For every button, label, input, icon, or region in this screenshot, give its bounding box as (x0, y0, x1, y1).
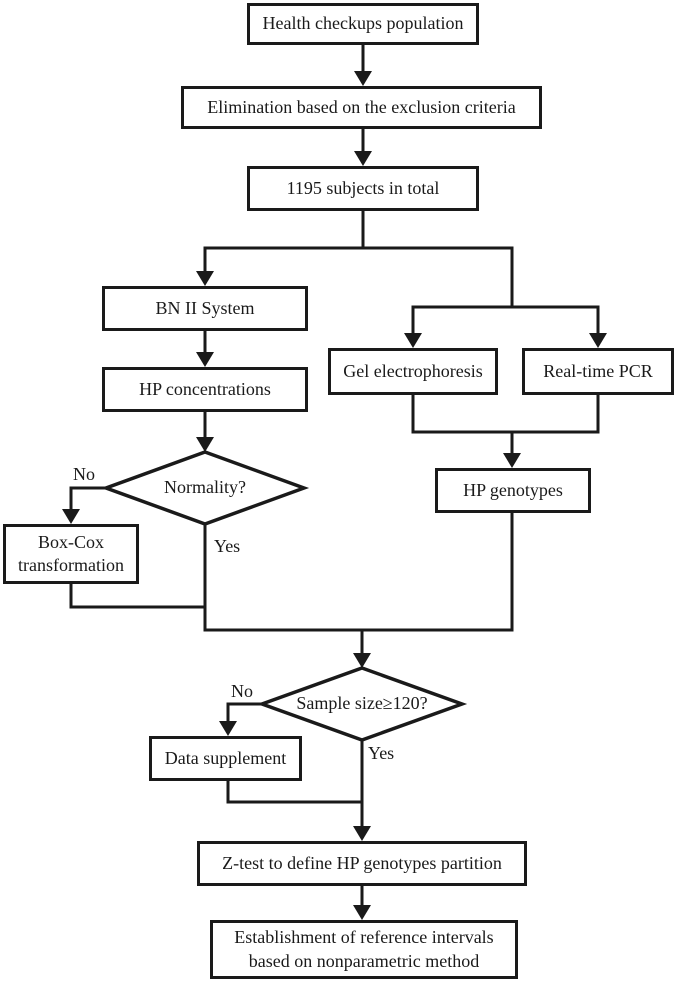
edge-subjects-split (196, 209, 607, 348)
node-reference-intervals: Establishment of reference intervals bas… (210, 920, 518, 979)
edge-gel-pcr-merge-to-genotypes (411, 393, 600, 468)
node-subjects-total: 1195 subjects in total (247, 166, 479, 211)
node-hp-concentrations: HP concentrations (102, 367, 308, 412)
edge-merge-bar (203, 628, 514, 668)
normality-no-label: No (73, 464, 95, 484)
edge-health-to-elimination (354, 43, 372, 86)
edge-concentrations-to-normality (196, 410, 214, 452)
edge-bn-to-concentrations (196, 329, 214, 367)
sample-size-no-label: No (231, 681, 253, 701)
edge-normality-no-to-boxcox (62, 486, 108, 524)
node-hp-genotypes: HP genotypes (435, 468, 591, 513)
node-box-cox: Box-Cox transformation (3, 524, 139, 584)
node-elimination: Elimination based on the exclusion crite… (181, 86, 542, 129)
edge-elimination-to-subjects (354, 127, 372, 166)
sample-size-yes-label: Yes (368, 743, 395, 763)
node-z-test: Z-test to define HP genotypes partition (197, 841, 527, 886)
edge-sample-yes-to-ztest (353, 738, 371, 841)
edge-supplement-return (226, 779, 364, 804)
edge-sample-no-to-supplement (219, 702, 264, 736)
edge-ztest-to-reference (353, 884, 371, 920)
normality-decision-label: Normality? (164, 477, 246, 497)
node-bn-ii-system: BN II System (102, 286, 308, 331)
node-health-checkups: Health checkups population (247, 3, 479, 45)
sample-size-decision-label: Sample size≥120? (296, 693, 428, 713)
normality-yes-label: Yes (214, 536, 241, 556)
edge-boxcox-return (69, 582, 207, 609)
node-real-time-pcr: Real-time PCR (522, 348, 674, 395)
node-gel-electrophoresis: Gel electrophoresis (328, 348, 498, 395)
node-data-supplement: Data supplement (149, 736, 302, 781)
